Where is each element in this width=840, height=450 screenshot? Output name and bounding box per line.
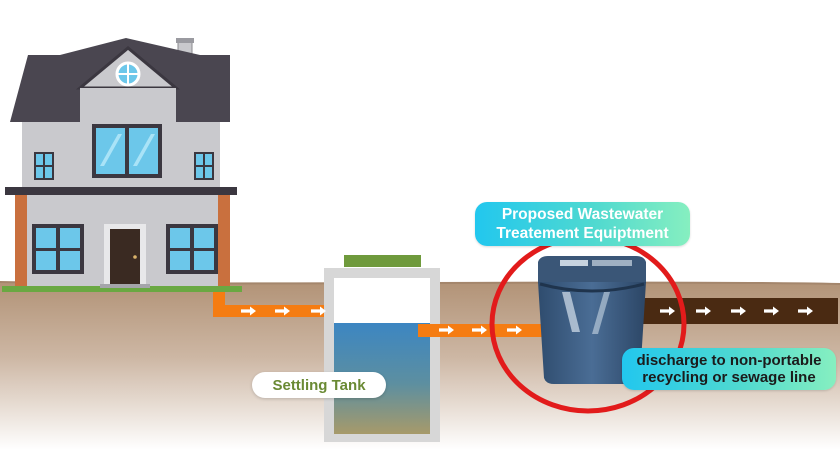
flow-arrows	[241, 306, 813, 335]
arrow-right-icon	[731, 306, 746, 316]
arrow-right-icon	[660, 306, 675, 316]
arrow-right-icon	[507, 325, 522, 335]
discharge-label-text: discharge to non-portable recycling or s…	[636, 352, 822, 386]
equipment-label: Proposed Wastewater Treatement Equiptmen…	[475, 202, 690, 246]
arrow-right-icon	[472, 325, 487, 335]
arrow-right-icon	[764, 306, 779, 316]
arrow-right-icon	[798, 306, 813, 316]
discharge-label: discharge to non-portable recycling or s…	[622, 348, 836, 390]
arrow-right-icon	[311, 306, 326, 316]
settling-tank	[324, 255, 440, 442]
arrow-right-icon	[275, 306, 290, 316]
arrow-right-icon	[439, 325, 454, 335]
settling-tank-label-text: Settling Tank	[272, 376, 366, 394]
house	[2, 38, 242, 292]
arrow-right-icon	[696, 306, 711, 316]
settling-tank-label: Settling Tank	[252, 372, 386, 398]
equipment-label-text: Proposed Wastewater Treatement Equiptmen…	[496, 206, 669, 242]
treatment-equipment	[538, 256, 646, 384]
arrow-right-icon	[241, 306, 256, 316]
